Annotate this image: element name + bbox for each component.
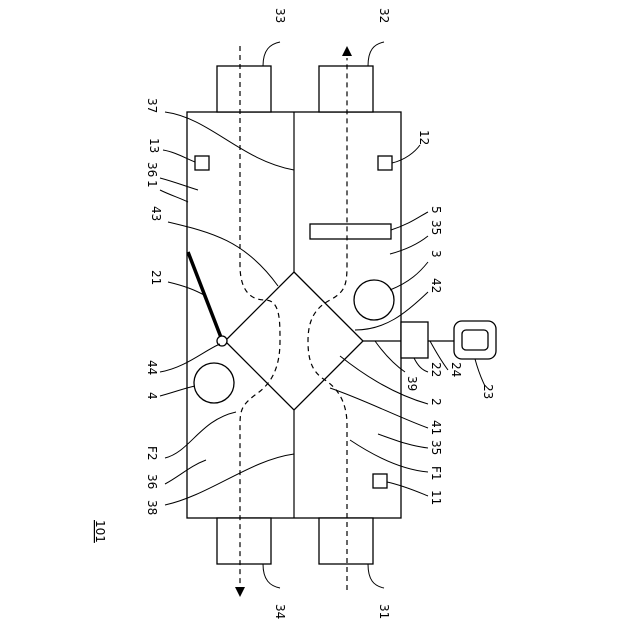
label-13: 13 (147, 138, 161, 153)
label-1: 1 (145, 180, 159, 188)
label-5: 5 (429, 206, 443, 214)
duct-33 (217, 66, 271, 112)
sensor-13 (195, 156, 209, 170)
label-12: 12 (417, 130, 431, 145)
label-35b: 35 (429, 440, 443, 455)
filter-5 (310, 224, 391, 239)
label-21: 21 (149, 270, 163, 285)
duct-31 (319, 518, 373, 564)
label-43: 43 (149, 206, 163, 221)
label-36a: 36 (145, 162, 159, 177)
leader-33 (263, 42, 280, 66)
controller-22 (401, 322, 428, 358)
arrow-32 (342, 46, 352, 56)
duct-32 (319, 66, 373, 112)
sensor-11 (373, 474, 387, 488)
label-34: 34 (273, 604, 287, 619)
duct-34 (217, 518, 271, 564)
label-22: 22 (429, 362, 443, 377)
label-24: 24 (449, 362, 463, 377)
label-32: 32 (377, 8, 391, 23)
fan-3 (354, 280, 394, 320)
label-41: 41 (429, 420, 443, 435)
fan-4 (194, 363, 234, 403)
sensor-12 (378, 156, 392, 170)
leader-23 (475, 359, 485, 386)
label-2: 2 (429, 398, 443, 406)
label-11: 11 (429, 490, 443, 505)
label-3: 3 (429, 250, 443, 258)
figure-label: 101 (93, 520, 107, 543)
label-f2: F2 (145, 446, 159, 461)
label-38: 38 (145, 500, 159, 515)
label-36b: 36 (145, 474, 159, 489)
label-f1: F1 (429, 466, 443, 481)
label-39: 39 (405, 376, 419, 391)
leader-31 (368, 564, 384, 588)
label-35a: 35 (429, 220, 443, 235)
label-44: 44 (145, 360, 159, 375)
label-31: 31 (377, 604, 391, 619)
leader-32 (368, 42, 384, 66)
leader-1 (160, 190, 188, 202)
label-23: 23 (481, 384, 495, 399)
arrow-34 (235, 587, 245, 597)
label-42: 42 (429, 278, 443, 293)
label-33: 33 (273, 8, 287, 23)
leader-22 (414, 358, 428, 372)
remote-screen (462, 330, 488, 350)
label-4: 4 (145, 392, 159, 400)
leader-34 (263, 564, 280, 588)
label-37: 37 (145, 98, 159, 113)
